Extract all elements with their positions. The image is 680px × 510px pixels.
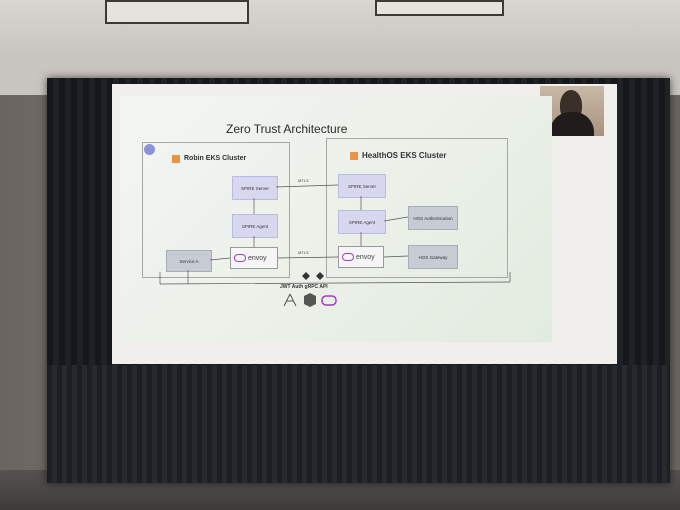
hos-authentication-node: HOS Authentication bbox=[408, 206, 458, 230]
healthos-cluster-label: HealthOS EKS Cluster bbox=[362, 151, 447, 160]
aws-icon bbox=[172, 155, 180, 163]
kubernetes-icon bbox=[144, 144, 155, 155]
healthos-envoy-label: envoy bbox=[356, 253, 375, 261]
mtls-bottom-label: MTLS bbox=[298, 250, 309, 255]
presenter-body bbox=[550, 112, 594, 136]
robin-spire-agent: SPIRE Agent bbox=[232, 214, 278, 238]
jwt-connector-line bbox=[159, 272, 511, 285]
bottom-icon-row bbox=[283, 293, 337, 307]
jwt-auth-label: JWT Auth gRPC API bbox=[280, 284, 328, 290]
robin-envoy-label: envoy bbox=[248, 254, 267, 262]
agent-to-auth-link bbox=[383, 216, 409, 222]
aws-icon bbox=[350, 152, 358, 160]
network-icon bbox=[283, 293, 297, 307]
robin-cluster-box bbox=[142, 142, 290, 278]
healthos-cluster-box bbox=[326, 138, 508, 278]
ceiling-panel bbox=[375, 0, 504, 16]
hos-gateway-node: HOS Gateway bbox=[408, 245, 458, 269]
envoy-icon bbox=[342, 253, 354, 261]
ceiling-panel bbox=[105, 0, 249, 24]
spire-server-link bbox=[275, 184, 339, 188]
healthos-envoy-node: envoy bbox=[338, 246, 384, 268]
connector-diamonds bbox=[302, 272, 324, 280]
connector-diamond bbox=[302, 272, 310, 280]
robin-envoy-node: envoy bbox=[230, 247, 278, 269]
healthos-spire-agent: SPIRE Agent bbox=[338, 210, 386, 234]
envoy-logo-icon bbox=[321, 295, 337, 306]
healthos-spire-server: SPIRE Server bbox=[338, 174, 386, 198]
mtls-top-label: MTLS bbox=[298, 178, 309, 183]
envoy-icon bbox=[234, 254, 246, 262]
envoy-to-gateway-arrow bbox=[383, 255, 409, 258]
slide-title: Zero Trust Architecture bbox=[226, 122, 348, 136]
diagram-connectors bbox=[159, 184, 511, 285]
service-a-node: Service A bbox=[166, 250, 212, 272]
connector-diamond bbox=[316, 272, 324, 280]
service-to-envoy-arrow bbox=[209, 257, 231, 261]
robin-spire-server: SPIRE Server bbox=[232, 176, 278, 200]
curtain-lower bbox=[47, 365, 670, 483]
envoy-to-envoy-arrow bbox=[277, 256, 339, 259]
robin-cluster-label: Robin EKS Cluster bbox=[184, 155, 247, 162]
presentation-slide: Zero Trust Architecture Robin EKS Cluste… bbox=[120, 96, 552, 342]
cube-icon bbox=[304, 293, 316, 307]
